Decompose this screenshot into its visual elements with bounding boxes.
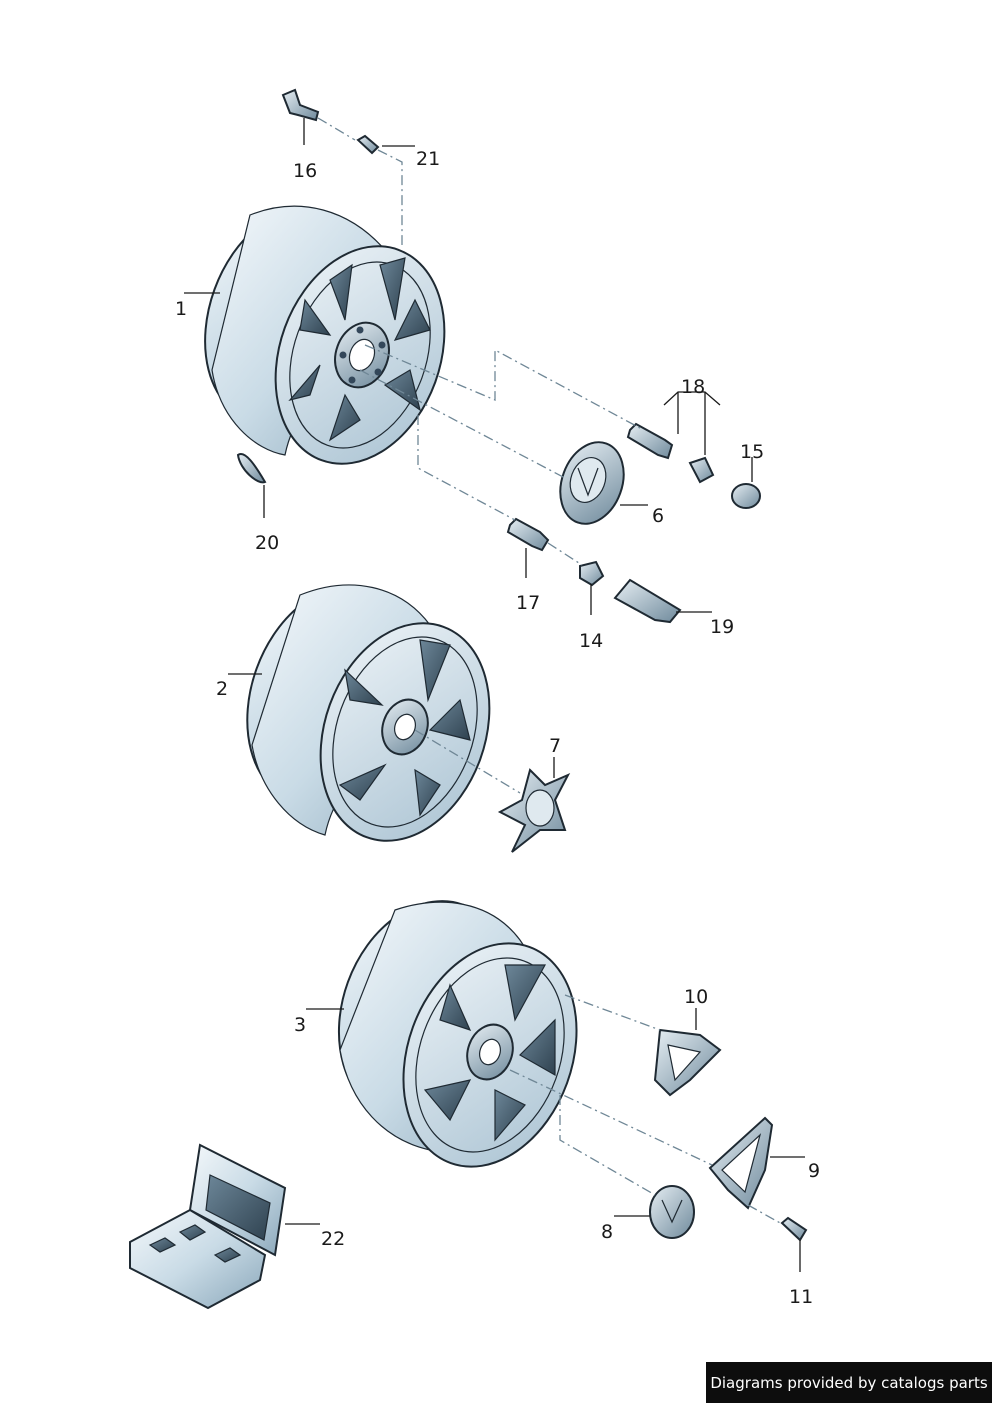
leader-lines	[184, 118, 805, 1272]
valve-part-16	[281, 88, 320, 122]
callout-7: 7	[549, 735, 561, 757]
callout-11: 11	[789, 1286, 813, 1308]
callout-18: 18	[681, 376, 705, 398]
callout-9: 9	[808, 1160, 820, 1182]
callout-10: 10	[684, 986, 708, 1008]
callout-21: 21	[416, 148, 440, 170]
wheel-bolt-part-17	[506, 517, 550, 552]
callout-14: 14	[579, 630, 603, 652]
alloy-wheel-3	[337, 900, 578, 1168]
balance-weight-part-20	[236, 453, 267, 484]
bolt-tool-part-19	[613, 578, 682, 624]
credit-banner: Diagrams provided by catalogs parts	[706, 1362, 992, 1403]
callout-6: 6	[652, 505, 664, 527]
callout-16: 16	[293, 160, 317, 182]
callout-8: 8	[601, 1221, 613, 1243]
alloy-wheel-2	[246, 584, 491, 842]
valve-insert-part-21	[356, 134, 380, 155]
callout-20: 20	[255, 532, 279, 554]
callout-labels: 16 21 1 20 6 18 15 17 14 19 2 7 10 3 9 8…	[175, 148, 820, 1308]
bolt-cap-part-15	[731, 483, 761, 509]
callout-2: 2	[216, 678, 228, 700]
callout-17: 17	[516, 592, 540, 614]
trim-part-10	[653, 1028, 722, 1097]
center-cap-part-6	[559, 441, 625, 525]
callout-15: 15	[740, 441, 764, 463]
callout-1: 1	[175, 298, 187, 320]
callout-19: 19	[710, 616, 734, 638]
screw-part-11	[780, 1216, 808, 1242]
trim-part-9	[708, 1116, 774, 1210]
bolt-cap-part-14	[579, 560, 605, 587]
tool-case-part-22	[129, 1143, 287, 1310]
center-cap-part-8	[649, 1185, 695, 1239]
callout-3: 3	[294, 1014, 306, 1036]
callout-22: 22	[321, 1228, 345, 1250]
wheel-bolt-part-18	[626, 422, 715, 484]
assembly-lines	[317, 117, 783, 1225]
alloy-wheel-1	[204, 205, 446, 465]
hub-cover-part-7	[497, 768, 571, 853]
